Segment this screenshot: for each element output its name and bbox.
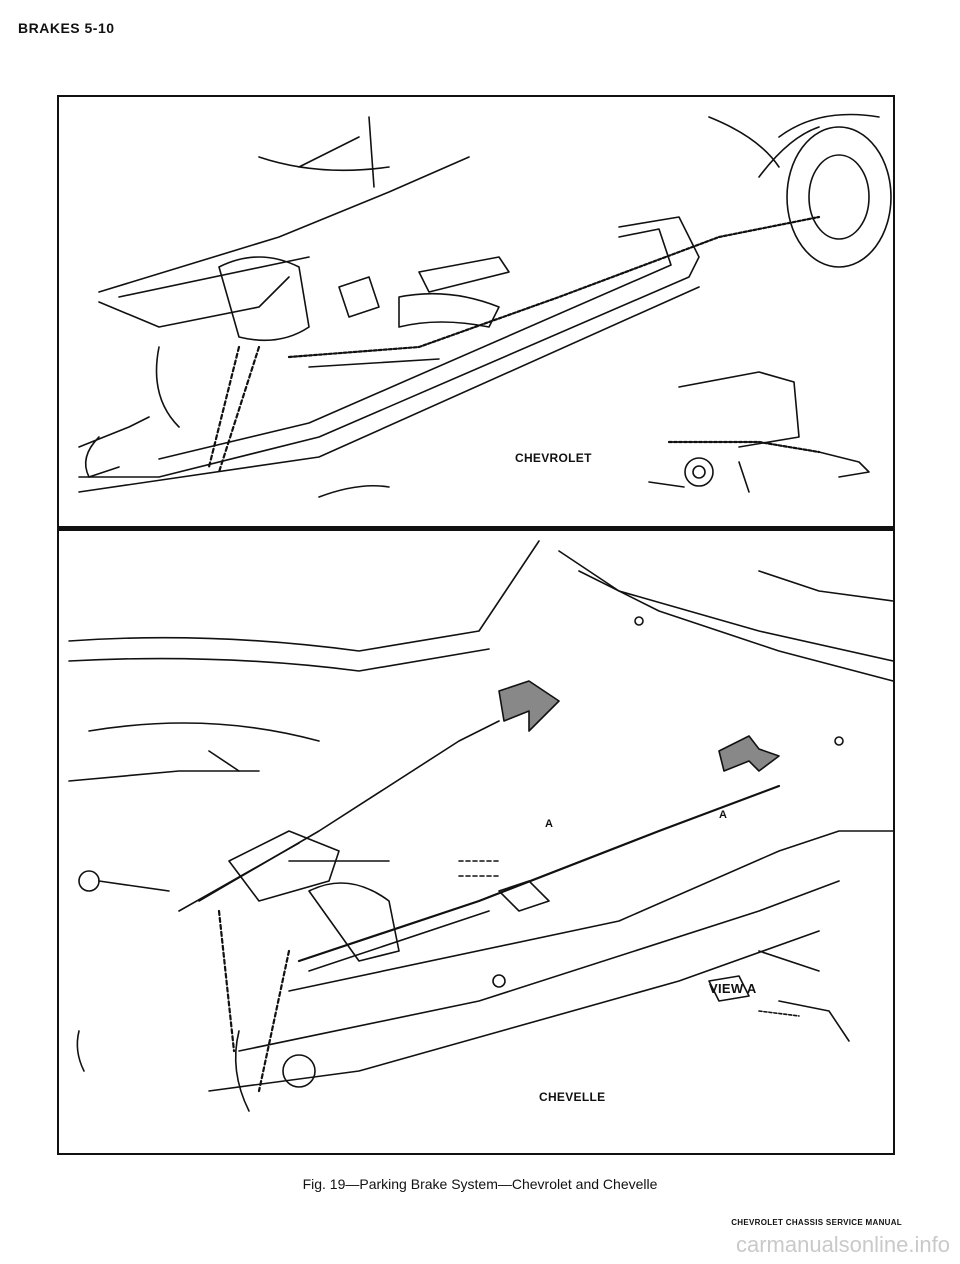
panel-divider: [59, 526, 893, 531]
figure-caption: Fig. 19—Parking Brake System—Chevrolet a…: [302, 1176, 658, 1192]
chevrolet-label: CHEVROLET: [515, 451, 592, 465]
parking-brake-figure: CHEVROLET: [57, 95, 895, 1155]
callout-a-left: A: [545, 818, 554, 830]
view-a-label: VIEW A: [709, 981, 757, 996]
page-header: BRAKES 5-10: [18, 20, 115, 36]
site-watermark: carmanualsonline.info: [735, 1232, 950, 1257]
chevrolet-illustration: [78, 113, 892, 498]
callout-a-right: A: [719, 809, 728, 821]
chevelle-illustration: [68, 540, 893, 1112]
chevrolet-panel: CHEVROLET: [59, 97, 893, 527]
chevelle-label: CHEVELLE: [539, 1090, 606, 1104]
chevelle-panel: A A VIEW A CHEVELLE: [59, 531, 893, 1153]
manual-footer: CHEVROLET CHASSIS SERVICE MANUAL: [731, 1218, 902, 1227]
